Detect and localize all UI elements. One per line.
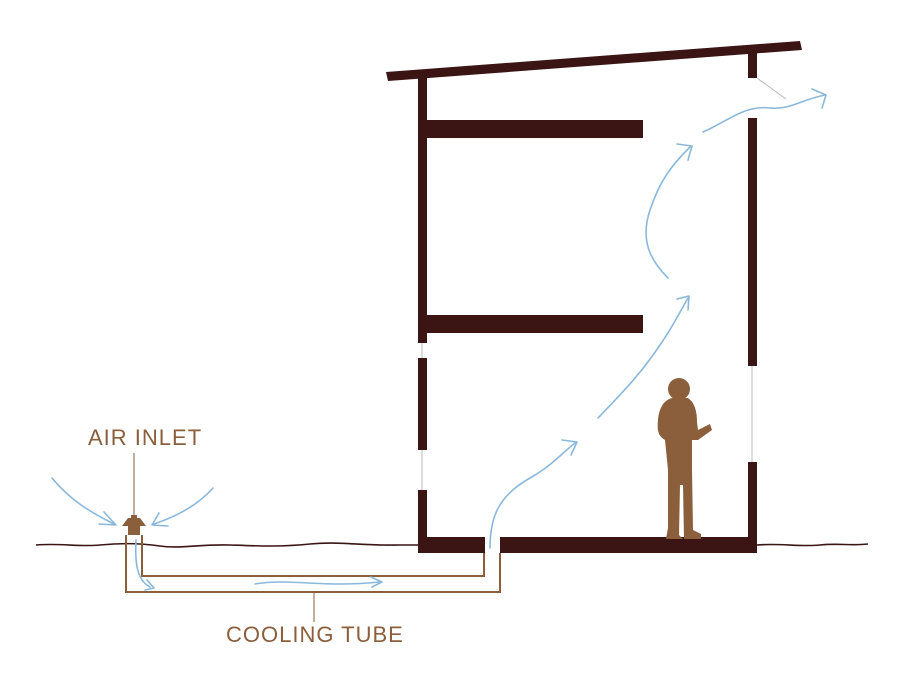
airflow-arrows (51, 88, 827, 591)
right-wall-top (748, 50, 757, 78)
air-inlet-label: AIR INLET (88, 425, 203, 450)
cooling-tube-label: COOLING TUBE (226, 622, 404, 647)
airflow-along-tube-head (370, 576, 383, 588)
ground-floor-slab-right (500, 537, 757, 553)
tube-inner-wall (141, 535, 485, 577)
airflow-rise-ground-head (561, 439, 578, 456)
person-silhouette-icon (657, 378, 712, 539)
airflow-rise-first-floor-head (676, 295, 690, 311)
left-wall-middle (418, 358, 427, 450)
airflow-rise-ground (489, 442, 576, 549)
inlet-cap-icon (122, 515, 146, 535)
upper-floor-slab (418, 120, 643, 138)
ground-line (35, 542, 869, 548)
airflow-in-right (153, 487, 214, 525)
building (386, 41, 802, 553)
airflow-rise-second-floor-head (676, 143, 693, 161)
right-wall-upper (748, 118, 757, 366)
airflow-down-tube-head (144, 579, 155, 591)
airflow-along-tube (254, 581, 381, 585)
airflow-in-right-head (151, 512, 169, 527)
tube-outer-wall (125, 535, 501, 593)
left-wall-upper (418, 75, 427, 343)
airflow-exit-head (811, 88, 827, 109)
airflow-exit (702, 94, 826, 133)
airflow-in-left (51, 477, 115, 525)
airflow-rise-second-floor (645, 146, 691, 279)
middle-floor-slab (418, 315, 643, 333)
airflow-in-left-head (98, 511, 117, 526)
left-wall-lower (418, 490, 427, 550)
ground-floor-slab-left (418, 537, 485, 553)
airflow-down-tube (134, 539, 151, 588)
right-wall-lower (748, 462, 757, 552)
cooling-tube (125, 453, 501, 622)
airflow-rise-first-floor (597, 297, 689, 419)
window-right-clerestory (756, 77, 787, 100)
roof (386, 41, 802, 81)
